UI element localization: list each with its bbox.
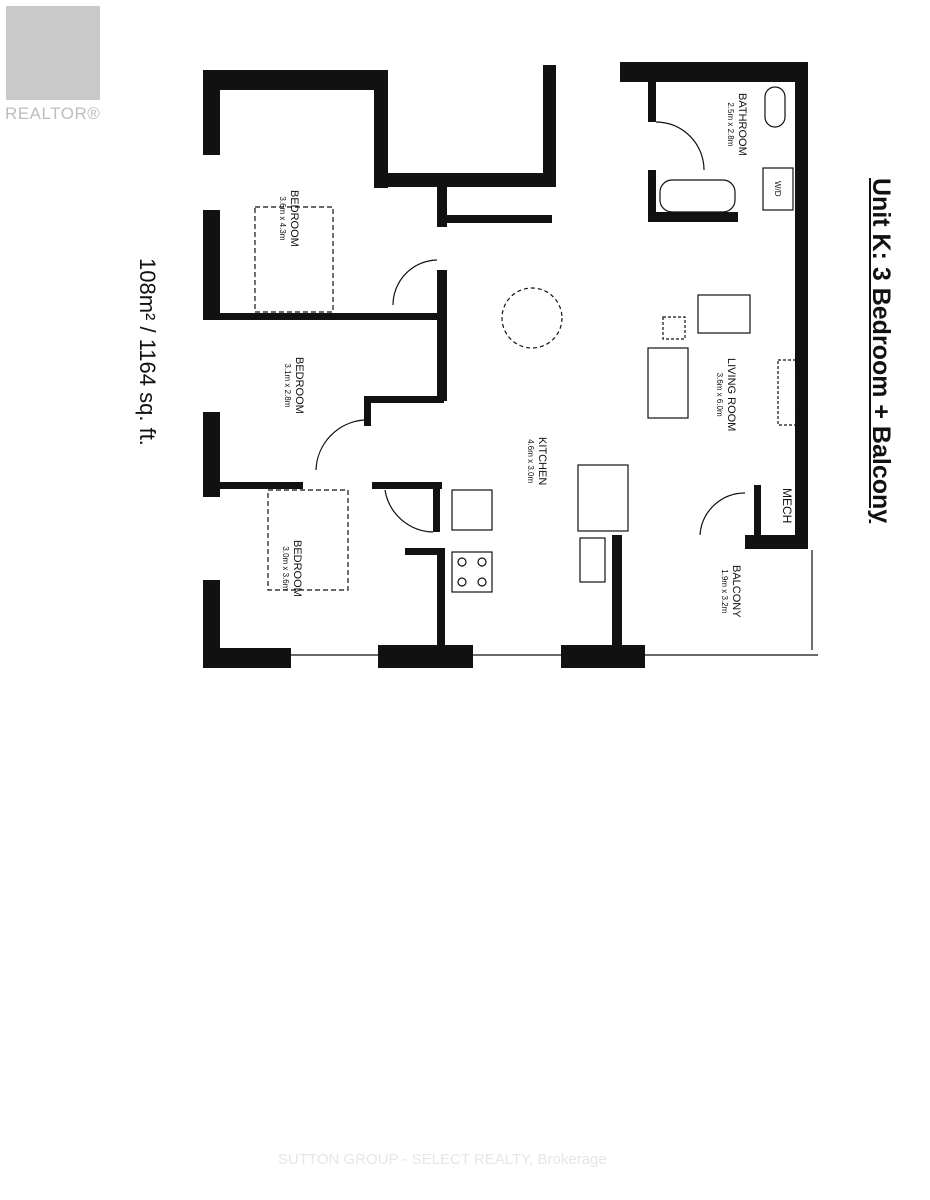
fixtures [254,86,818,656]
realtor-logo-text: REALTOR® [5,104,101,123]
laundry-label: W/D [773,181,782,197]
unit-title: Unit K: 3 Bedroom + Balcony [867,178,895,524]
realtor-logo [6,6,100,100]
walls [203,62,808,668]
room-label-mech: MECH [780,488,794,524]
brokerage-watermark: SUTTON GROUP - SELECT REALTY, Brokerage [278,1151,607,1168]
unit-area: 108m² / 1164 sq. ft. [135,258,160,446]
